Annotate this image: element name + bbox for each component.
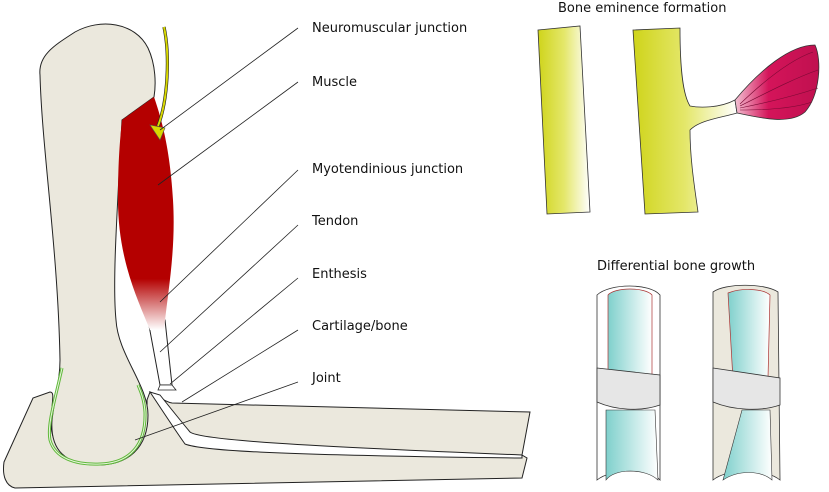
differential-growth-bone bbox=[712, 284, 781, 481]
label-joint: Joint bbox=[311, 371, 341, 386]
label-tendon: Tendon bbox=[311, 214, 358, 229]
muscle bbox=[118, 97, 174, 330]
nerve-fill bbox=[157, 26, 169, 127]
leader-lines bbox=[134, 27, 299, 441]
humerus-bone bbox=[39, 23, 156, 466]
attached-muscle bbox=[734, 44, 820, 120]
eminence-bone bbox=[632, 27, 738, 215]
label-cartilage-bone: Cartilage/bone bbox=[312, 319, 408, 334]
joint-cartilage-highlight bbox=[48, 367, 146, 465]
enthesis bbox=[157, 384, 177, 391]
plain-bone bbox=[537, 25, 591, 215]
bone-eminence-title: Bone eminence formation bbox=[558, 1, 726, 16]
label-enthesis: Enthesis bbox=[312, 267, 367, 282]
differential-growth-title: Differential bone growth bbox=[597, 259, 755, 274]
radius-ulna-gap bbox=[148, 391, 523, 459]
uniform-growth-bone bbox=[596, 285, 661, 482]
label-neuromuscular-junction: Neuromuscular junction bbox=[312, 21, 467, 36]
label-myotendinous-junction: Myotendinious junction bbox=[312, 162, 463, 177]
label-muscle: Muscle bbox=[312, 75, 357, 90]
muscle-fibres bbox=[739, 51, 819, 111]
